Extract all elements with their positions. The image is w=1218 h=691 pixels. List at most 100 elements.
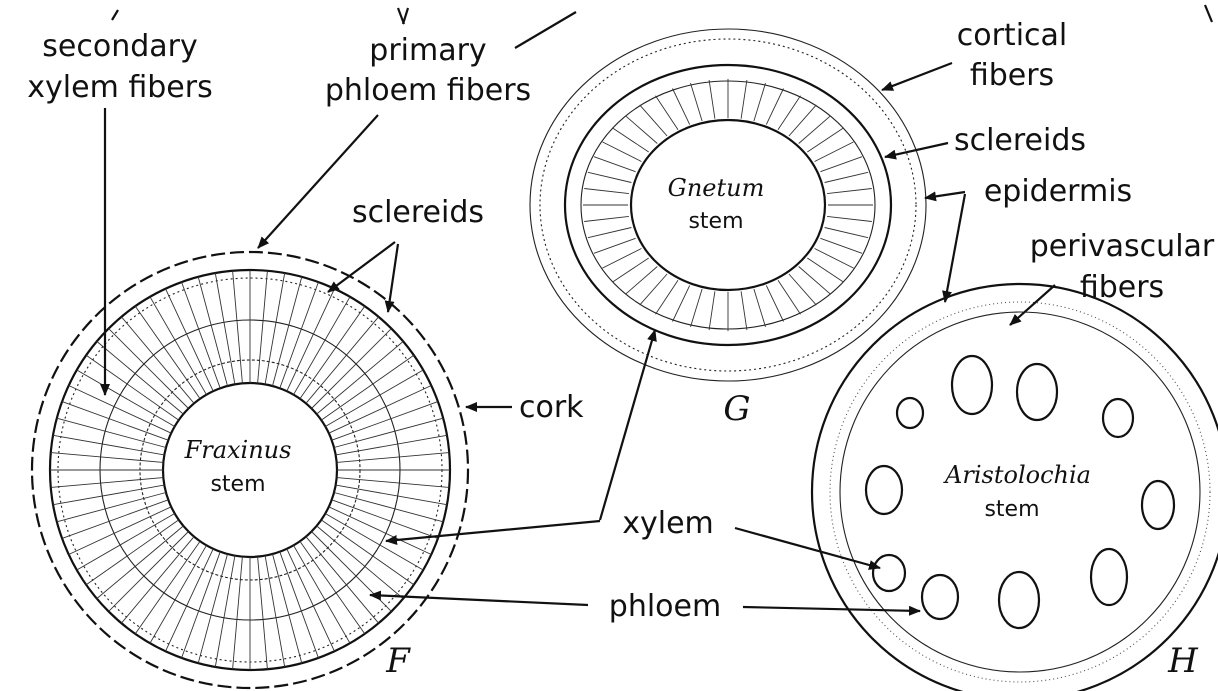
cell-wall-ray (300, 306, 365, 399)
cell-wall-ray (306, 537, 379, 624)
cell-wall-ray (294, 545, 351, 643)
cell-wall-ray (215, 556, 235, 667)
label-phloem: phloem (609, 589, 721, 624)
cell-wall-ray (86, 520, 179, 585)
cell-wall-ray (97, 526, 184, 599)
cell-wall-ray (258, 271, 268, 384)
xylem-arrow-h (735, 528, 880, 568)
gnetum-section (530, 29, 926, 381)
label-fraxinus-name: Fraxinus (184, 436, 292, 464)
cell-wall-ray (121, 317, 194, 404)
vascular-bundle (952, 356, 992, 414)
cell-wall-ray (306, 317, 379, 404)
cell-wall-ray (594, 157, 636, 172)
cell-wall-ray (233, 271, 243, 384)
phloem-arrow-h (743, 607, 920, 611)
cell-wall-ray (321, 355, 414, 420)
label-cork: cork (519, 390, 584, 425)
cell-wall-ray (337, 453, 450, 463)
aristolochia-inner-boundary (840, 312, 1200, 672)
perivascular-fiber-band (830, 302, 1210, 682)
fraxinus-rays (50, 270, 450, 670)
cell-wall-ray (325, 514, 423, 571)
cell-wall-ray (825, 172, 869, 182)
gnetum-rays (583, 79, 873, 331)
cell-wall-ray (53, 435, 164, 455)
cell-wall-ray (317, 526, 404, 599)
fraxinus-pith (163, 383, 337, 557)
cell-wall-ray (741, 80, 747, 119)
panel-letter-h: H (1167, 641, 1199, 681)
cell-wall-ray (198, 554, 227, 663)
cell-wall-ray (673, 285, 690, 321)
vascular-bundle (897, 398, 923, 428)
cell-wall-ray (312, 329, 392, 409)
cell-wall-ray (815, 249, 854, 269)
cell-wall-ray (766, 89, 783, 125)
cell-wall-ray (135, 541, 200, 634)
label-gnetum-name: Gnetum (668, 174, 765, 202)
gnetum-pith (631, 120, 825, 290)
sclereids-g-arrow (885, 143, 948, 157)
cell-wall-ray (312, 532, 392, 612)
cell-wall-ray (778, 280, 801, 314)
epidermis-arrow-h (945, 194, 965, 302)
cropped-mark (112, 10, 118, 20)
cell-wall-ray (778, 96, 801, 130)
label-primary-line1: primary (369, 33, 486, 68)
panel-letter-f: F (385, 641, 411, 681)
vascular-bundle (1103, 399, 1133, 437)
cell-wall-ray (820, 238, 862, 253)
cell-wall-ray (325, 370, 423, 427)
vascular-bundle (922, 575, 958, 619)
label-perivascular-line1: perivascular (1030, 229, 1215, 264)
cell-wall-ray (77, 370, 175, 427)
cell-wall-ray (588, 228, 632, 238)
cell-wall-ray (334, 493, 443, 522)
cell-wall-ray (294, 297, 351, 395)
cell-wall-ray (602, 249, 641, 269)
cell-wall-ray (265, 273, 285, 384)
cell-wall-ray (215, 273, 235, 384)
cortical-fibers-arrow (882, 63, 952, 90)
cell-wall-ray (86, 355, 179, 420)
cell-wall-ray (337, 478, 450, 488)
cell-wall-ray (51, 453, 164, 463)
vascular-bundle (866, 466, 902, 514)
cell-wall-ray (150, 297, 207, 395)
label-cortical-line2: fibers (970, 58, 1054, 93)
cell-wall-ray (233, 557, 243, 670)
cell-wall-ray (820, 157, 862, 172)
label-aristolochia-stem: stem (984, 497, 1039, 522)
cell-wall-ray (754, 83, 766, 121)
cell-wall-ray (57, 493, 166, 522)
label-primary-line2: phloem fibers (325, 73, 531, 108)
cell-wall-ray (53, 485, 164, 505)
cell-wall-ray (150, 545, 207, 643)
cell-wall-ray (77, 514, 175, 571)
cell-wall-ray (709, 80, 715, 119)
vascular-bundle (1091, 549, 1127, 605)
cell-wall-ray (258, 557, 268, 670)
label-cortical-line1: cortical (957, 18, 1068, 53)
label-secondary-line1: secondary (42, 29, 197, 64)
cropped-mark (1205, 5, 1212, 22)
cell-wall-ray (754, 289, 766, 327)
cell-wall-ray (300, 541, 365, 634)
cell-wall-ray (766, 285, 783, 321)
cell-wall-ray (321, 520, 414, 585)
epidermis-arrow-g (925, 192, 965, 198)
cell-wall-ray (584, 216, 629, 221)
text-labels: secondary xylem fibers primary phloem fi… (27, 18, 1215, 681)
cell-wall-ray (109, 329, 189, 409)
cell-wall-ray (691, 289, 703, 327)
cell-wall-ray (827, 216, 872, 221)
cell-wall-ray (691, 83, 703, 121)
cell-wall-ray (584, 189, 629, 194)
label-fraxinus-stem: stem (210, 472, 265, 497)
cell-wall-ray (602, 142, 641, 162)
cell-wall-ray (741, 291, 747, 330)
vascular-bundle (999, 572, 1039, 628)
cell-wall-ray (273, 554, 302, 663)
cell-wall-ray (273, 277, 302, 386)
